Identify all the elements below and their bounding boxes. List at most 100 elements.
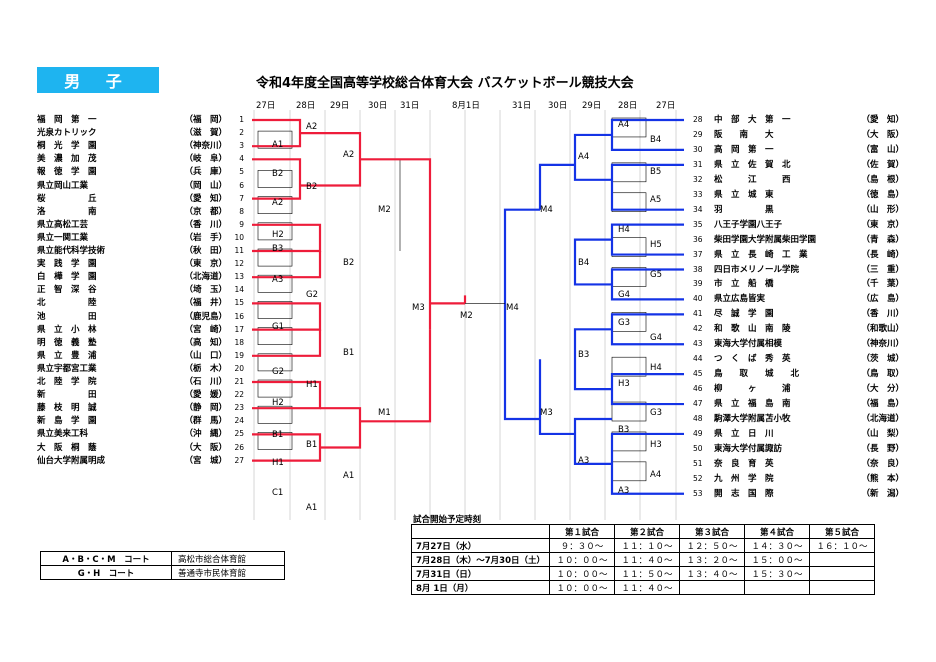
match-label: A3 [578,456,590,466]
team-name: 開 志 国 際 [714,488,774,499]
seed-number: 40 [693,294,703,304]
match-label: H1 [306,380,318,390]
team-name: 新 田 [37,390,97,401]
match-label: A5 [650,195,662,205]
team-name: 東海大学付属諏訪 [714,443,783,454]
team-name: 白 樺 学 園 [37,272,97,283]
team-row-right: 松 江 西（島 根） [714,174,904,186]
team-row-left: 県 立 小 林（宮 崎） [37,324,227,336]
final-path [430,295,467,305]
seed-number: 43 [693,339,703,349]
schedule-header [411,524,550,539]
team-prefecture: （香 川） [184,219,227,230]
team-row-right: 中 部 大 第 一（愛 知） [714,114,904,126]
team-prefecture: （長 崎） [861,249,904,260]
schedule-header: 第４試合 [744,524,810,539]
match-label: H4 [618,225,630,235]
winner-path [573,328,612,391]
team-prefecture: （新 潟） [861,488,904,499]
team-prefecture: （岡 山） [184,180,227,191]
match-label: M3 [412,303,425,313]
match-box [611,356,647,377]
seed-number: 21 [234,377,244,386]
team-row-right: 阪 南 大（大 阪） [714,129,904,141]
seed-number: 38 [693,264,703,274]
schedule-time: １１：４０～ [614,552,680,567]
team-row-right: 尽 誠 学 園（香 川） [714,308,904,320]
team-prefecture: （岩 手） [184,232,227,243]
match-label: G3 [618,318,630,328]
team-prefecture: （愛 媛） [184,390,227,401]
schedule-row: 7月27日（水）９：３０～１１：１０～１２：５０～１４：３０～１６：１０～ [411,538,875,553]
team-row-right: 開 志 国 際 （新 潟） [714,488,904,500]
team-prefecture: （千 葉） [861,279,904,290]
team-name: 桜 丘 [37,193,97,204]
seed-number: 24 [234,416,244,426]
match-label: B5 [650,167,662,177]
team-prefecture: （群 馬） [184,416,227,427]
schedule-time [679,580,745,595]
date-label: 27日 [256,101,276,111]
date-label: 27日 [656,101,676,111]
seed-number: 28 [693,115,703,124]
seed-number: 37 [693,249,703,259]
team-row-right: 東海大学付属諏訪 （長 野） [714,443,904,455]
match-label: B3 [272,244,284,254]
match-label: A2 [343,150,355,160]
team-prefecture: （埼 玉） [184,285,227,296]
winner-path [252,329,322,357]
team-prefecture: （長 野） [861,443,904,454]
seed-number: 17 [234,324,244,334]
team-prefecture: （広 島） [861,294,904,305]
team-prefecture: （大 分） [861,384,904,395]
team-prefecture: （青 森） [861,234,904,245]
schedule-time: １３：４０～ [679,566,745,581]
seed-number: 25 [234,429,244,439]
team-name: 新 島 学 園 [37,416,97,427]
match-label: M4 [540,205,553,215]
schedule-date: 7月28日（木）～7月30日（土） [411,552,550,567]
match-label: B1 [272,430,284,440]
team-name: 光泉カトリック [37,128,97,139]
schedule-time [744,580,810,595]
match-label: B4 [578,258,590,268]
seed-number: 51 [693,458,703,468]
winner-path [538,359,575,436]
team-row-left: 北 陸（福 井） [37,297,227,309]
team-prefecture: （三 重） [861,264,904,275]
team-name: 池 田 [37,311,97,322]
team-prefecture: （北海道） [861,414,904,424]
team-prefecture: （福 島） [861,399,904,410]
team-prefecture: （京 都） [184,206,227,217]
division-badge: 男 子 [37,67,159,93]
team-prefecture: （福 井） [184,298,227,309]
team-row-left: 県立岡山工業（岡 山） [37,180,227,192]
team-row-left: 池 田（鹿児島） [37,311,227,323]
team-prefecture: （茨 城） [861,354,904,365]
match-label: H2 [272,398,284,408]
schedule-time: １５：３０～ [744,566,810,581]
date-label: 28日 [296,101,316,111]
schedule-time: １５：００～ [744,552,810,567]
team-row-right: 八王子学園八王子（東 京） [714,219,904,231]
team-row-left: 新 田 （愛 媛） [37,389,227,401]
team-prefecture: （神奈川） [861,339,904,350]
seed-number: 35 [693,219,703,229]
schedule-header: 第３試合 [679,524,745,539]
team-name: 県 立 小 林 [37,324,97,335]
schedule-time [809,566,875,581]
team-name: つ く ば 秀 英 [714,354,791,365]
match-box [257,301,293,319]
team-name: 大 阪 桐 蔭 [37,442,97,453]
match-box [257,130,293,149]
team-prefecture: （兵 庫） [184,167,227,178]
seed-number: 16 [234,311,244,321]
match-label: G2 [306,290,318,300]
team-name: 洛 南 [37,206,97,217]
match-label: B3 [618,425,630,435]
match-label: M3 [540,408,553,418]
team-name: 北 陸 学 院 [37,377,97,387]
team-name: 奈 良 育 英 [714,458,774,469]
team-name: 藤 枝 明 誠 [37,403,97,414]
